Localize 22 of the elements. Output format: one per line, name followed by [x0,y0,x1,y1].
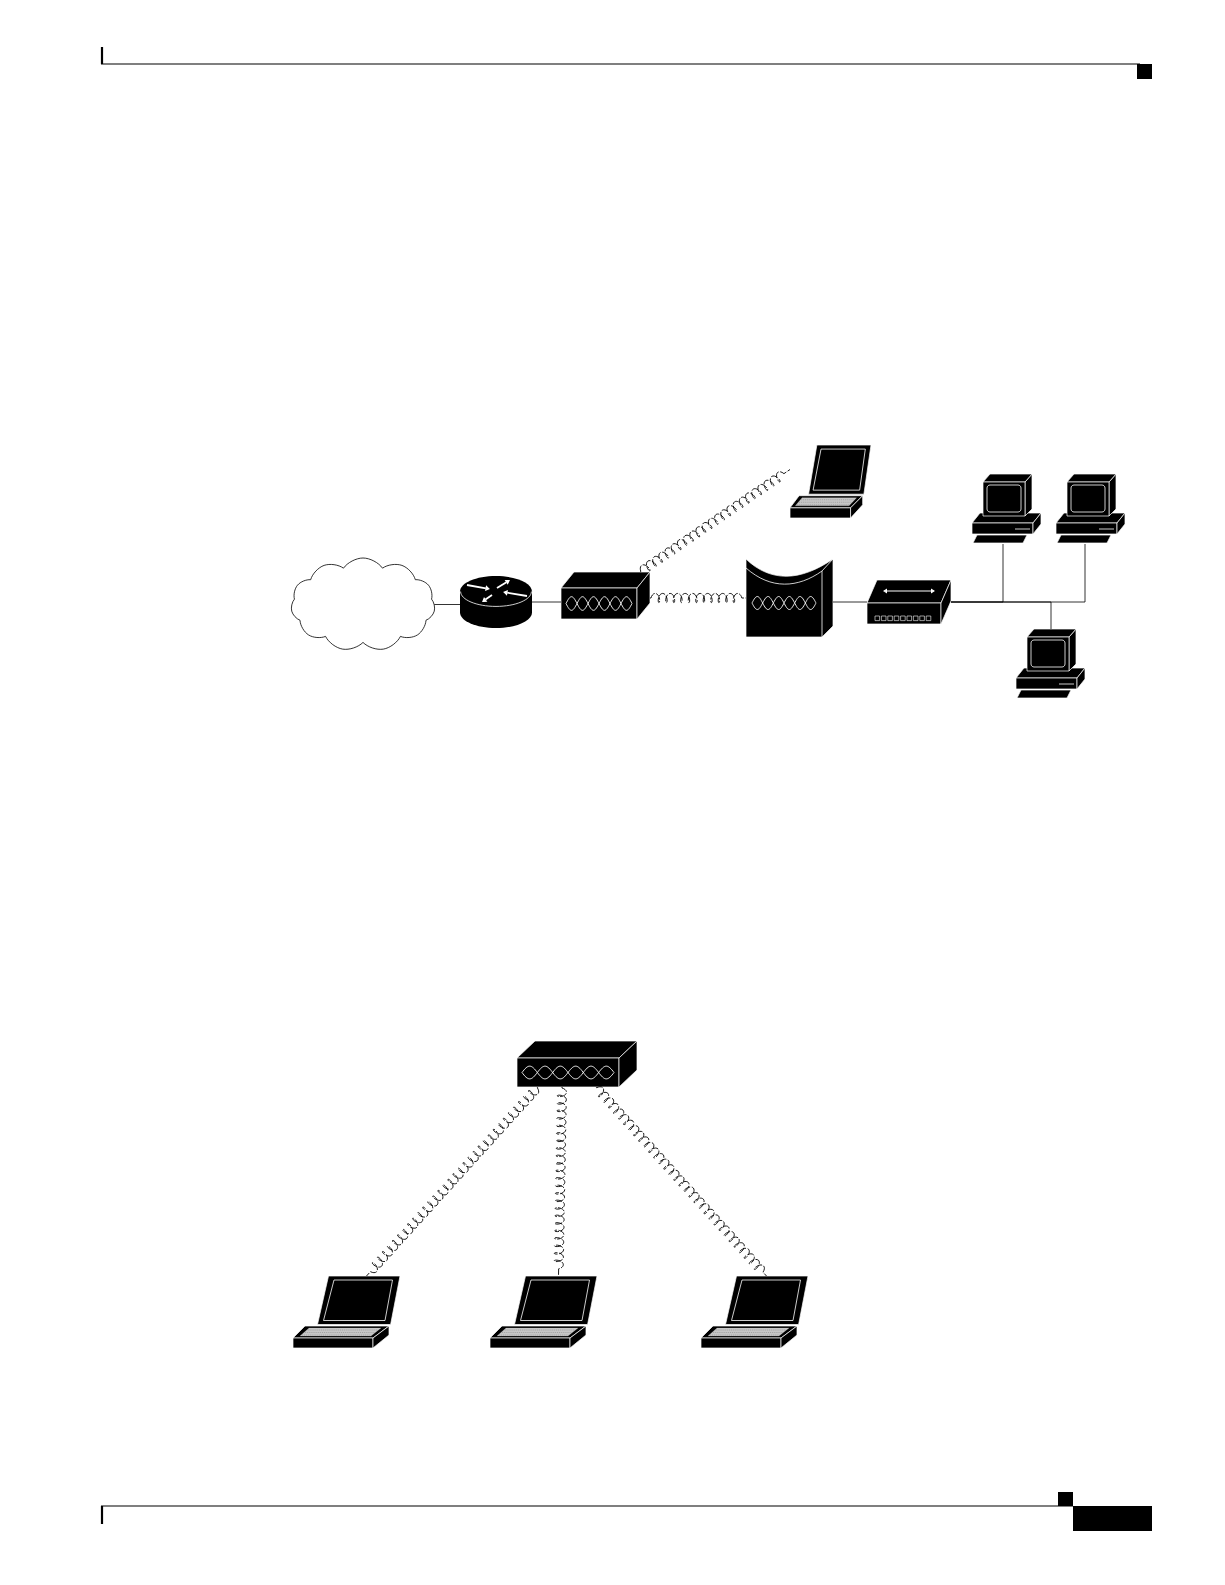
laptop-icon [700,1275,809,1349]
desktop-computer-icon [971,473,1042,544]
connection-line [832,601,868,603]
coiled-link [595,1086,767,1277]
desktop-computer-icon [1055,473,1126,544]
laptop-icon [789,444,872,519]
network-device-icon [745,558,834,638]
router-icon [460,576,532,628]
desktop-computer-icon [1015,628,1086,699]
coiled-link [366,1086,540,1277]
coiled-link [639,469,791,573]
connection-line [950,601,1052,630]
cloud-shape [291,557,435,650]
network-device-icon [516,1040,638,1088]
coiled-link [553,1086,567,1277]
switch-icon [866,579,952,625]
connection-line [531,601,562,603]
coiled-link [649,592,747,604]
connection-line [433,604,461,605]
laptop-icon [489,1275,598,1349]
network-device-icon [560,571,651,620]
laptop-icon [292,1275,401,1349]
